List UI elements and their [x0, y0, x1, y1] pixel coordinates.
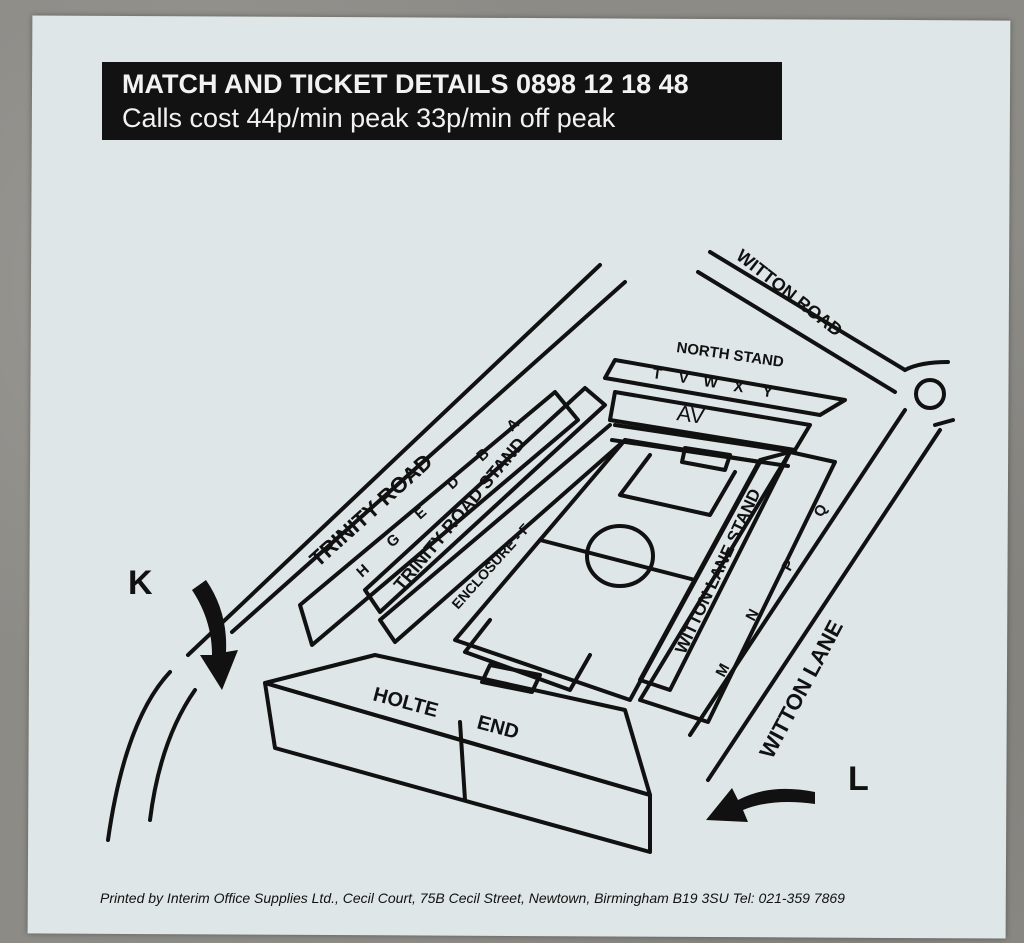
- trinity-stand-outer: [298, 390, 580, 647]
- pitch-halfway: [538, 538, 697, 582]
- header-call-cost: Calls cost 44p/min peak 33p/min off peak: [122, 103, 616, 133]
- witton-lane-edge-inner: [688, 408, 907, 737]
- av-label: AV: [675, 400, 706, 429]
- goal-top: [680, 446, 732, 472]
- block-letter: H: [353, 561, 372, 581]
- block-letter: V: [677, 369, 689, 387]
- block-letter: E: [411, 504, 430, 523]
- block-letter: T: [651, 365, 662, 383]
- k-road-curve-outer: [106, 670, 172, 842]
- witton-road-edge-lower: [696, 270, 897, 394]
- holte-end-top: [263, 653, 652, 797]
- block-letter: D: [443, 473, 463, 493]
- roundabout: [914, 378, 946, 410]
- entrance-l-label: L: [848, 760, 869, 798]
- arrow-l: [706, 788, 815, 822]
- witton-road-edge-upper: [708, 250, 907, 372]
- trinity-road-edge-outer: [186, 263, 602, 657]
- block-letter: Y: [761, 383, 773, 401]
- goal-bottom: [480, 663, 542, 694]
- printer-footer: Printed by Interim Office Supplies Ltd.,…: [100, 890, 845, 906]
- roundabout-arm-top: [903, 360, 950, 372]
- centre-circle: [585, 524, 655, 588]
- north-stand-label: NORTH STAND: [675, 339, 785, 371]
- end-label: END: [475, 712, 521, 744]
- trinity-stand-inner: [363, 386, 607, 614]
- north-blocks: T V W X Y: [651, 365, 773, 401]
- block-letter: Q: [811, 501, 832, 520]
- header-title: MATCH AND TICKET DETAILS 0898 12 18 48: [122, 69, 689, 99]
- block-letter: X: [732, 378, 744, 396]
- penalty-box-top: [618, 453, 737, 517]
- block-letter: N: [743, 606, 763, 624]
- witton-lane-edge-outer: [706, 428, 942, 782]
- header-box: MATCH AND TICKET DETAILS 0898 12 18 48 C…: [102, 62, 782, 140]
- north-stand-roof: [603, 358, 847, 417]
- block-letter: W: [702, 373, 719, 392]
- witton-stand-inner: [638, 450, 792, 692]
- k-road-curve-inner: [148, 688, 197, 822]
- roundabout-arm-right: [933, 418, 955, 427]
- holte-end-box: [263, 681, 652, 854]
- trinity-road-edge-inner: [230, 280, 627, 634]
- enclosure-strip: [378, 423, 627, 644]
- entrance-k-label: K: [128, 564, 153, 602]
- witton-stand-outer: [638, 450, 837, 724]
- arrow-k: [192, 580, 238, 690]
- holte-end-divider: [458, 720, 467, 802]
